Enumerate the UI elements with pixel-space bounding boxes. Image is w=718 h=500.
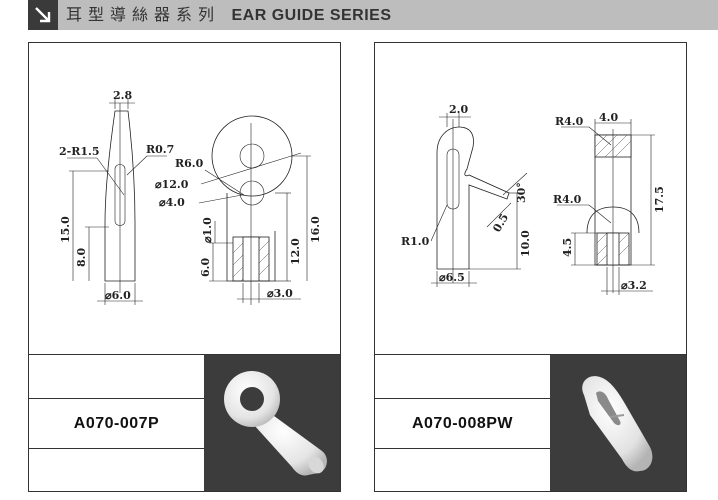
model-row: A070-008PW [375, 399, 550, 449]
ear-guide-image [224, 371, 327, 476]
dim-width-4: 4.0 [599, 111, 618, 124]
dim-angle-30: 30° [515, 182, 528, 203]
dim-diameter-65: ⌀6.5 [439, 271, 465, 284]
dim-width-05: 0.5 [490, 211, 511, 234]
dim-radius-r1: R1.0 [401, 235, 430, 248]
product-info: A070-007P [29, 355, 204, 491]
info-row-blank-bottom [29, 449, 204, 491]
dim-diameter-12: ⌀12.0 [155, 178, 189, 191]
info-row-blank-top [375, 355, 550, 399]
ear-guide-image [582, 376, 653, 472]
dim-height-6: 6.0 [199, 258, 212, 277]
product-card-a070-008pw: 2.0 R1.0 30° 0.5 10.0 ⌀6.5 [374, 42, 687, 492]
product-info: A070-008PW [375, 355, 550, 491]
dim-height-12: 12.0 [289, 238, 302, 265]
header-arrow-box [28, 0, 58, 30]
dim-diameter-6: ⌀6.0 [105, 289, 131, 302]
dim-height-175: 17.5 [653, 186, 666, 213]
technical-drawing: 2.8 2-R1.5 R0.7 15.0 8.0 ⌀6.0 [29, 43, 340, 355]
technical-drawing: 2.0 R1.0 30° 0.5 10.0 ⌀6.5 [375, 43, 686, 355]
model-number: A070-008PW [411, 415, 514, 432]
arrow-down-right-icon [35, 7, 51, 23]
model-number: A070-007P [73, 415, 160, 432]
product-photo [550, 355, 686, 491]
dim-height-8: 8.0 [75, 248, 88, 267]
dim-diameter-1: ⌀1.0 [201, 217, 214, 243]
dim-height-10: 10.0 [519, 230, 532, 257]
info-row-blank-top [29, 355, 204, 399]
model-row: A070-007P [29, 399, 204, 449]
dim-radius-2r15: 2-R1.5 [59, 145, 100, 158]
dim-diameter-3: ⌀3.0 [267, 287, 293, 300]
dim-diameter-4: ⌀4.0 [159, 196, 185, 209]
dim-height-15: 15.0 [59, 216, 72, 243]
title-chinese: 耳型導絲器系列 [66, 5, 221, 24]
dim-width-top: 2.0 [449, 103, 468, 116]
page-title: 耳型導絲器系列 EAR GUIDE SERIES [66, 3, 392, 27]
dim-height-16: 16.0 [309, 216, 322, 243]
dim-width-top: 2.8 [113, 89, 132, 102]
title-english: EAR GUIDE SERIES [231, 7, 392, 24]
product-card-a070-007p: 2.8 2-R1.5 R0.7 15.0 8.0 ⌀6.0 [28, 42, 341, 492]
dim-height-45: 4.5 [561, 238, 574, 257]
dim-diameter-32: ⌀3.2 [621, 279, 647, 292]
dim-radius-r4-mid: R4.0 [553, 193, 582, 206]
info-row-blank-bottom [375, 449, 550, 491]
product-photo [204, 355, 340, 491]
dim-radius-r07: R0.7 [146, 143, 174, 156]
header-bar [28, 0, 718, 30]
dim-radius-r4-top: R4.0 [555, 115, 584, 128]
dim-radius-r6: R6.0 [175, 157, 204, 170]
